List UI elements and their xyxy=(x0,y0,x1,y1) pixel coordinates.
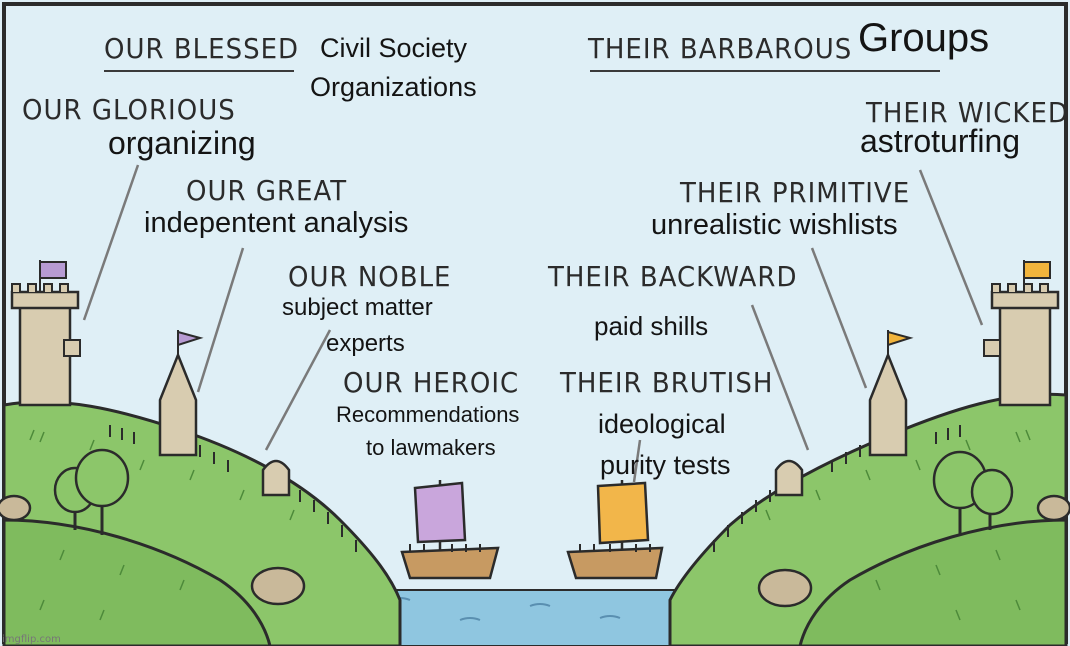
caption-our-great: OUR GREAT xyxy=(186,176,348,208)
label-ideological: ideological xyxy=(598,409,726,439)
caption-their-wicked: THEIR WICKED xyxy=(866,98,1069,130)
fence-posts xyxy=(109,425,961,552)
left-sail xyxy=(413,481,467,544)
caption-their-primitive: THEIR PRIMITIVE xyxy=(680,178,911,210)
caption-our-heroic: OUR HEROIC xyxy=(343,368,520,400)
left-spire xyxy=(158,330,204,457)
right-trees xyxy=(932,450,1014,535)
caption-their-brutish: THEIR BRUTISH xyxy=(560,368,774,400)
underline-our-blessed xyxy=(104,70,294,72)
right-hut xyxy=(774,459,804,497)
label-organizations: Organizations xyxy=(310,72,477,102)
right-edge-rock xyxy=(1036,494,1070,522)
label-to-lawmakers: to lawmakers xyxy=(366,435,496,460)
right-hill-front xyxy=(798,518,1068,646)
label-civil-society: Civil Society xyxy=(320,33,468,63)
left-boat xyxy=(400,480,500,580)
left-rock xyxy=(250,566,306,606)
right-sail xyxy=(596,481,650,545)
watermark: imgflip.com xyxy=(2,634,61,645)
left-hut xyxy=(261,459,291,497)
label-recommendations: Recommendations xyxy=(336,402,520,427)
caption-our-blessed: OUR BLESSED xyxy=(104,34,300,66)
label-purity-tests: purity tests xyxy=(600,450,731,480)
right-tower xyxy=(983,260,1060,407)
label-experts: experts xyxy=(326,330,405,357)
left-tower-flag xyxy=(39,261,67,279)
label-groups: Groups xyxy=(858,16,990,60)
underline-their-barbarous xyxy=(590,70,940,72)
left-hill-front xyxy=(2,518,272,646)
label-independent-analysis: indepentent analysis xyxy=(144,207,409,239)
label-astroturfing: astroturfing xyxy=(860,123,1021,159)
left-trees xyxy=(53,448,130,535)
right-spire xyxy=(868,330,914,457)
label-organizing: organizing xyxy=(108,125,256,161)
caption-their-barbarous: THEIR BARBAROUS xyxy=(588,34,853,66)
label-subject-matter: subject matter xyxy=(282,294,433,321)
caption-our-glorious: OUR GLORIOUS xyxy=(22,95,236,127)
caption-their-backward: THEIR BACKWARD xyxy=(548,262,798,294)
left-edge-rock xyxy=(0,494,32,522)
pointer-lines xyxy=(82,164,984,483)
label-paid-shills: paid shills xyxy=(594,311,709,341)
right-rock xyxy=(757,568,813,608)
grass-hatching xyxy=(29,429,1031,621)
left-tower xyxy=(10,260,81,407)
caption-our-noble: OUR NOBLE xyxy=(288,262,452,294)
right-tower-flag xyxy=(1023,261,1051,279)
label-unrealistic-wishlists: unrealistic wishlists xyxy=(651,209,898,241)
right-boat xyxy=(566,480,664,580)
